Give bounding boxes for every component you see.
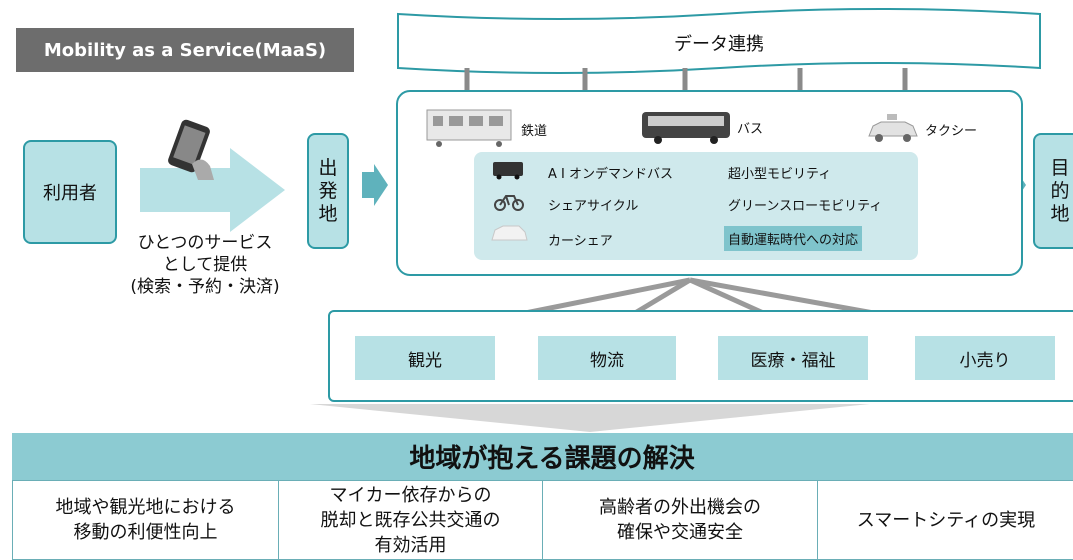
departure-char: 地 xyxy=(318,202,338,225)
rail-label: 鉄道 xyxy=(521,124,548,139)
service-description: ひとつのサービス として提供 (検索・予約・決済) xyxy=(110,232,300,298)
issues-title: 地域が抱える課題の解決 xyxy=(12,433,1073,480)
bus-label: バス xyxy=(737,122,764,137)
destination-box: 目 的 地 xyxy=(1033,133,1073,249)
purpose-tourism: 観光 xyxy=(355,336,495,380)
car-share-label: カーシェア xyxy=(548,234,613,249)
issue-line: マイカー依存からの xyxy=(329,484,492,506)
arrow-to-hub xyxy=(362,164,388,206)
green-slow-label: グリーンスローモビリティ xyxy=(728,199,883,214)
bus-icon xyxy=(642,112,730,144)
issue-line: 有効活用 xyxy=(374,534,447,556)
down-arrow xyxy=(310,404,870,432)
ai-bus-label: A I オンデマンドバス xyxy=(548,167,673,182)
issue-smart-city: スマートシティの実現 xyxy=(817,480,1073,560)
issue-public-transport: マイカー依存からの 脱却と既存公共交通の 有効活用 xyxy=(278,480,543,560)
autonomous-label: 自動運転時代への対応 xyxy=(724,226,863,251)
service-line: (検索・予約・決済) xyxy=(130,277,280,297)
taxi-icon xyxy=(868,114,918,142)
smartphone-icon xyxy=(168,119,214,180)
user-label: 利用者 xyxy=(43,183,97,204)
departure-box: 出 発 地 xyxy=(307,133,349,249)
taxi-label: タクシー xyxy=(925,124,978,139)
data-link-banner xyxy=(397,8,1041,74)
departure-char: 発 xyxy=(318,179,338,202)
issue-line: 移動の利便性向上 xyxy=(73,522,218,543)
maas-label: Mobility as a Service(MaaS) xyxy=(16,28,354,72)
service-arrow xyxy=(140,148,285,232)
ai-bus-icon xyxy=(493,162,523,180)
issue-line: 高齢者の外出機会の xyxy=(599,497,761,518)
issue-elderly: 高齢者の外出機会の 確保や交通安全 xyxy=(542,480,818,560)
bicycle-icon xyxy=(494,195,524,211)
issue-line: 確保や交通安全 xyxy=(617,522,743,543)
issue-line: スマートシティの実現 xyxy=(856,509,1036,531)
purpose-retail: 小売り xyxy=(915,336,1055,380)
issue-line: 脱却と既存公共交通の xyxy=(320,509,501,531)
share-cycle-label: シェアサイクル xyxy=(548,199,639,214)
purpose-logistics: 物流 xyxy=(538,336,676,380)
destination-char: 地 xyxy=(1050,202,1070,225)
destination-char: 的 xyxy=(1050,179,1070,202)
destination-char: 目 xyxy=(1050,156,1070,179)
issue-line: 地域や観光地における xyxy=(55,497,236,518)
service-line: ひとつのサービス xyxy=(137,233,273,253)
car-share-icon xyxy=(491,225,528,241)
user-box: 利用者 xyxy=(23,140,117,244)
micro-mobility-label: 超小型モビリティ xyxy=(728,167,832,182)
service-line: として提供 xyxy=(162,255,248,275)
issue-convenience: 地域や観光地における 移動の利便性向上 xyxy=(12,480,279,560)
purpose-medical: 医療・福祉 xyxy=(718,336,868,380)
train-icon xyxy=(426,109,512,147)
departure-char: 出 xyxy=(318,156,338,179)
data-link-label: データ連携 xyxy=(674,34,764,55)
